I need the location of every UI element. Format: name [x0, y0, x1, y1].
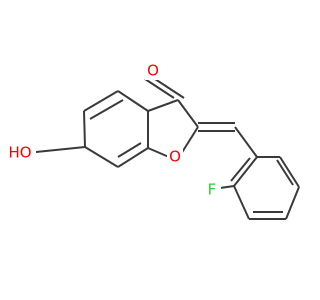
bond [276, 159, 294, 186]
bond [279, 156, 300, 188]
hydroxyl-bond [35, 146, 86, 153]
bond [285, 186, 300, 220]
bond [84, 146, 119, 168]
hydroxyl-label: HO [8, 144, 31, 162]
bond [83, 110, 86, 148]
bond [117, 142, 142, 158]
bond [177, 99, 199, 128]
bond [234, 126, 258, 158]
carbonyl-oxygen-label: O [147, 62, 159, 80]
bond [230, 157, 251, 182]
bond [144, 78, 175, 99]
bond [233, 185, 250, 220]
ring-oxygen-label: O [169, 148, 181, 166]
atom-label-carbonyl-oxygen: O [145, 62, 161, 80]
bond [117, 147, 149, 168]
exocyclic-double-bond [198, 122, 235, 132]
carbonyl-group [144, 78, 185, 99]
fluorine-bond [219, 185, 235, 189]
bond [147, 99, 179, 112]
atom-label-hydroxyl: HO [4, 144, 36, 162]
bond [180, 126, 199, 155]
bond [233, 156, 258, 187]
bond [117, 90, 149, 112]
fluorine-label: F [208, 181, 217, 199]
fluorophenyl-ring [230, 126, 300, 220]
fused-benzene-ring [83, 90, 149, 168]
furanone-ring [147, 99, 199, 158]
bond [83, 90, 119, 112]
atom-label-ring-oxygen: O [167, 148, 183, 166]
bond [147, 147, 170, 158]
atom-label-fluorine: F [205, 181, 221, 199]
bond [154, 78, 185, 99]
molecule-structure-diagram: O O HO F [4, 61, 300, 220]
bond [89, 99, 124, 120]
